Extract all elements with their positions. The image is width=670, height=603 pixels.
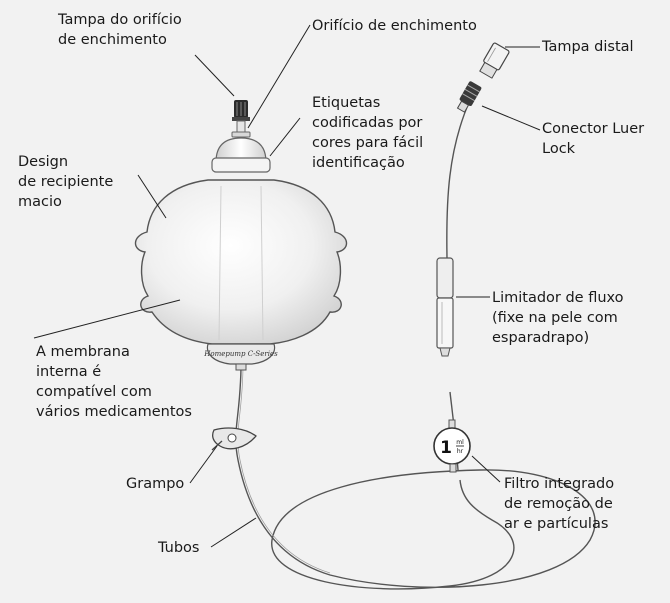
- label-line: Limitador de fluxo: [492, 290, 624, 306]
- flow-restrictor-icon: [436, 257, 454, 357]
- label-line: Tampa distal: [542, 39, 634, 55]
- distal-cap-icon: [479, 42, 510, 79]
- label-line: Orifício de enchimento: [312, 18, 477, 34]
- label-line: Grampo: [126, 476, 185, 492]
- label-line: macio: [18, 194, 62, 210]
- label-line: compatível com: [36, 384, 152, 400]
- rate-unit-top: ml: [456, 439, 464, 446]
- label-clamp: Grampo: [126, 474, 184, 494]
- label-line: codificadas por: [312, 115, 423, 131]
- label-line: Lock: [542, 141, 576, 157]
- label-line: Design: [18, 154, 69, 170]
- label-line: Tampa do orifício: [58, 12, 182, 28]
- label-inner-membrane: A membrana interna é compatível com vári…: [36, 342, 192, 422]
- label-line: de enchimento: [58, 32, 167, 48]
- label-line: Filtro integrado: [504, 476, 615, 492]
- label-luer-lock: Conector Luer Lock: [542, 119, 644, 159]
- leader-lines: [33, 24, 541, 548]
- label-fill-port-cap: Tampa do orifício de enchimento: [58, 10, 182, 50]
- bag-brand-text: Homepump C-Series: [203, 350, 278, 358]
- label-line: Conector Luer: [542, 121, 645, 137]
- luer-lock-connector-icon: [456, 81, 482, 113]
- label-flow-restrictor: Limitador de fluxo (fixe na pele com esp…: [492, 288, 624, 348]
- fill-port-icon: [231, 120, 251, 138]
- label-line: de remoção de: [504, 496, 613, 512]
- label-line: Etiquetas: [312, 95, 381, 111]
- soft-container-icon: Homepump C-Series: [134, 179, 348, 371]
- filter-icon: 1 ml hr: [433, 419, 471, 473]
- rate-unit-bottom: hr: [457, 448, 464, 455]
- color-coded-label-icon: [211, 137, 271, 173]
- label-line: ar e partículas: [504, 516, 609, 532]
- label-line: cores para fácil: [312, 135, 424, 151]
- label-line: (fixe na pele com: [492, 310, 618, 326]
- label-color-coded-labels: Etiquetas codificadas por cores para fác…: [312, 93, 423, 173]
- clamp-icon: [211, 427, 257, 451]
- label-distal-cap: Tampa distal: [542, 37, 634, 57]
- label-tubing: Tubos: [158, 538, 199, 558]
- label-line: de recipiente: [18, 174, 114, 190]
- label-line: identificação: [312, 155, 405, 171]
- label-soft-container: Design de recipiente macio: [18, 152, 113, 212]
- label-fill-port: Orifício de enchimento: [312, 16, 477, 36]
- fill-port-cap-icon: [232, 100, 250, 121]
- label-line: A membrana: [36, 344, 130, 360]
- label-line: interna é: [36, 364, 102, 380]
- label-line: Tubos: [158, 540, 200, 556]
- label-filter: Filtro integrado de remoção de ar e part…: [504, 474, 614, 534]
- rate-number: 1: [440, 438, 452, 458]
- label-line: vários medicamentos: [36, 404, 192, 420]
- label-line: esparadrapo): [492, 330, 590, 346]
